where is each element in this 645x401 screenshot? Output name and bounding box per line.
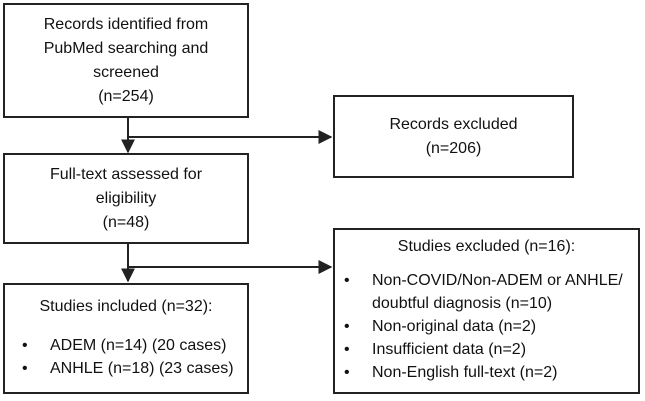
records-excluded-count: (n=206) xyxy=(425,139,482,157)
included-study-anhle: ANHLE (n=18) (23 cases) xyxy=(50,360,234,377)
records-identified-line-3: screened xyxy=(93,63,159,81)
exclusion-reason-1-line-1: Non-COVID/Non-ADEM or ANHLE/ xyxy=(372,272,623,289)
full-text-count: (n=48) xyxy=(102,213,150,231)
studies-excluded-box: Studies excluded (n=16): Non-COVID/Non-A… xyxy=(333,228,640,394)
exclusion-reason-2: Non-original data (n=2) xyxy=(372,318,537,335)
full-text-assessed-box: Full-text assessed for eligibility (n=48… xyxy=(3,153,249,244)
full-text-line-1: Full-text assessed for xyxy=(49,165,203,183)
studies-included-title: Studies included (n=32): xyxy=(39,298,213,315)
studies-excluded-list: Non-COVID/Non-ADEM or ANHLE/ doubtful di… xyxy=(344,269,638,384)
studies-included-list: ADEM (n=14) (20 cases) ANHLE (n=18) (23 … xyxy=(22,334,247,380)
list-item: Non-English full-text (n=2) xyxy=(344,361,638,384)
records-excluded-box: Records excluded (n=206) xyxy=(333,95,574,178)
studies-included-box: Studies included (n=32): ADEM (n=14) (20… xyxy=(3,283,249,394)
records-identified-count: (n=254) xyxy=(98,87,154,105)
list-item: Non-COVID/Non-ADEM or ANHLE/ doubtful di… xyxy=(344,269,638,315)
exclusion-reason-4: Non-English full-text (n=2) xyxy=(372,364,558,381)
full-text-line-2: eligibility xyxy=(95,189,157,207)
records-identified-line-2: PubMed searching and xyxy=(43,39,209,57)
exclusion-reason-3: Insufficient data (n=2) xyxy=(372,341,527,358)
included-study-adem: ADEM (n=14) (20 cases) xyxy=(50,337,227,354)
list-item: ANHLE (n=18) (23 cases) xyxy=(22,357,247,380)
list-item: Insufficient data (n=2) xyxy=(344,338,638,361)
exclusion-reason-1-line-2: doubtful diagnosis (n=10) xyxy=(372,295,553,312)
records-identified-line-1: Records identified from xyxy=(43,15,209,33)
studies-excluded-title: Studies excluded (n=16): xyxy=(397,238,576,255)
records-excluded-label: Records excluded xyxy=(389,115,518,133)
list-item: Non-original data (n=2) xyxy=(344,315,638,338)
records-identified-box: Records identified from PubMed searching… xyxy=(3,3,249,118)
list-item: ADEM (n=14) (20 cases) xyxy=(22,334,247,357)
